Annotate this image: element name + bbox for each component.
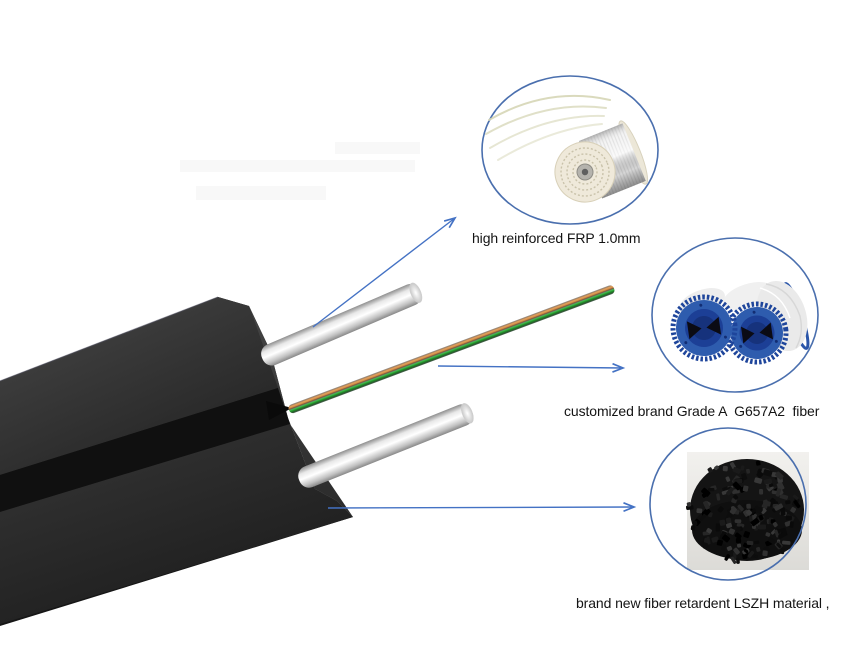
fiber-callout-label: customized brand Grade A G657A2 fiber — [564, 403, 820, 419]
callout-lszh-pellets — [649, 427, 809, 581]
frp-rod-upper — [261, 282, 423, 366]
cable-top-face — [0, 297, 278, 475]
watermark — [180, 142, 420, 200]
frp-rod-lower — [298, 403, 474, 488]
cable-edge-highlight — [0, 296, 219, 382]
cable-end-notch — [266, 401, 292, 420]
frp-callout-label: high reinforced FRP 1.0mm — [472, 230, 641, 246]
leader-arrows — [312, 218, 634, 508]
frp-strand-arcs — [485, 95, 611, 161]
black-lszh-pellets-image — [686, 452, 809, 570]
arrow-to-lszh-callout — [327, 507, 634, 508]
callout-fiber-spools — [651, 237, 819, 393]
frp-spool-image — [554, 120, 649, 203]
cable-groove-band — [0, 388, 290, 512]
lszh-callout-circle — [649, 427, 807, 581]
drop-cable-illustration — [0, 296, 353, 626]
fiber-strand — [288, 285, 615, 414]
blue-fiber-spools-image — [670, 280, 810, 365]
cable-lower-face — [0, 424, 353, 624]
arrow-to-fiber-callout — [437, 366, 623, 368]
callout-frp-spool — [481, 75, 659, 225]
lszh-callout-label: brand new fiber retardent LSZH material … — [576, 595, 830, 611]
arrow-to-frp-callout — [312, 218, 455, 328]
